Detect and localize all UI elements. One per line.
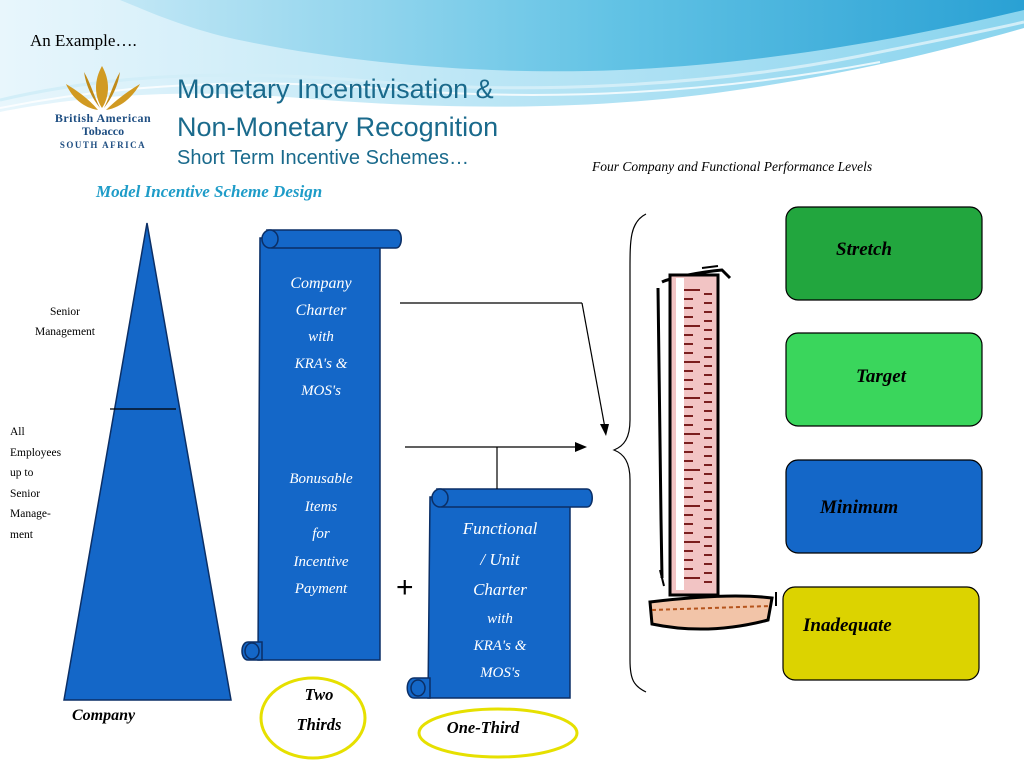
- bat-logo-icon: [66, 66, 140, 110]
- level-box-minimum: [785, 459, 983, 554]
- levels-header: Four Company and Functional Performance …: [592, 159, 873, 174]
- company-charter-scroll: [241, 229, 402, 661]
- thermometer-icon: [648, 265, 777, 631]
- level-box-stretch: [785, 206, 983, 301]
- logo-line1: British American: [54, 111, 152, 125]
- title-line1: Monetary Incentivisation &: [177, 74, 494, 104]
- model-label: Model Incentive Scheme Design: [96, 182, 323, 201]
- level-label-stretch: Stretch: [836, 239, 892, 260]
- logo-line3: SOUTH AFRICA: [59, 140, 147, 150]
- level-label-target: Target: [856, 366, 906, 387]
- level-label-inadequate: Inadequate: [803, 615, 892, 636]
- one-third-oval: [417, 707, 579, 759]
- bonus-line: Items: [304, 498, 338, 515]
- all-line: up to: [10, 467, 34, 479]
- all-line: ment: [10, 528, 33, 541]
- functional-line: / Unit: [480, 549, 520, 569]
- senior-line1: Senior: [49, 306, 81, 318]
- bonus-line: Incentive: [293, 553, 349, 570]
- functional-line: Functional: [462, 519, 538, 538]
- level-box-target: [785, 332, 983, 427]
- bonusable-items-text: Bonusable Items for Incentive Payment: [265, 466, 377, 604]
- two-thirds-line1: Two: [304, 685, 334, 704]
- all-employees-label: All Employees up to Senior Manage- ment: [10, 422, 61, 545]
- all-line: Senior: [10, 487, 41, 500]
- example-label: An Example….: [30, 31, 137, 50]
- company-pyramid: [63, 222, 232, 701]
- two-thirds-oval: [259, 676, 367, 760]
- functional-line: MOS's: [480, 664, 520, 681]
- charter-line: Company: [290, 275, 352, 292]
- all-line: Manage-: [10, 508, 51, 520]
- bonus-line: for: [312, 526, 330, 542]
- two-thirds-label: Two Thirds: [276, 680, 362, 740]
- company-charter-text: Company Charter with KRA's & MOS's: [265, 270, 377, 405]
- plus-sign: +: [396, 571, 414, 604]
- functional-line: with: [487, 610, 513, 627]
- functional-line: KRA's &: [473, 637, 527, 654]
- logo-line2: Tobacco: [81, 124, 125, 138]
- two-thirds-line2: Thirds: [296, 715, 342, 734]
- page-subtitle: Short Term Incentive Schemes…: [177, 147, 469, 169]
- bonus-line: Payment: [294, 581, 348, 597]
- functional-charter-scroll: [406, 488, 593, 699]
- functional-line: Charter: [473, 580, 527, 599]
- all-line: Employees: [10, 446, 62, 459]
- all-line: All: [10, 426, 25, 438]
- logo-wordmark: British American Tobacco SOUTH AFRICA: [38, 112, 168, 152]
- company-label: Company: [72, 707, 136, 724]
- senior-line2: Management: [34, 326, 96, 338]
- charter-line: MOS's: [301, 383, 341, 399]
- charter-line: with: [308, 329, 334, 345]
- charter-line: Charter: [295, 302, 347, 319]
- senior-management-label: Senior Management: [24, 302, 106, 342]
- title-line2: Non-Monetary Recognition: [177, 112, 499, 142]
- header-wave: [0, 0, 1024, 112]
- bonus-line: Bonusable: [289, 471, 353, 487]
- one-third-label: One-Third: [446, 718, 520, 737]
- levels-brace: [612, 213, 647, 693]
- level-box-inadequate: [782, 586, 980, 681]
- level-label-minimum: Minimum: [820, 497, 899, 518]
- connector-arrows: [400, 302, 609, 489]
- functional-charter-text: Functional / Unit Charter with KRA's & M…: [436, 514, 564, 687]
- page-title: Monetary Incentivisation & Non-Monetary …: [177, 70, 498, 146]
- charter-line: KRA's &: [294, 356, 348, 372]
